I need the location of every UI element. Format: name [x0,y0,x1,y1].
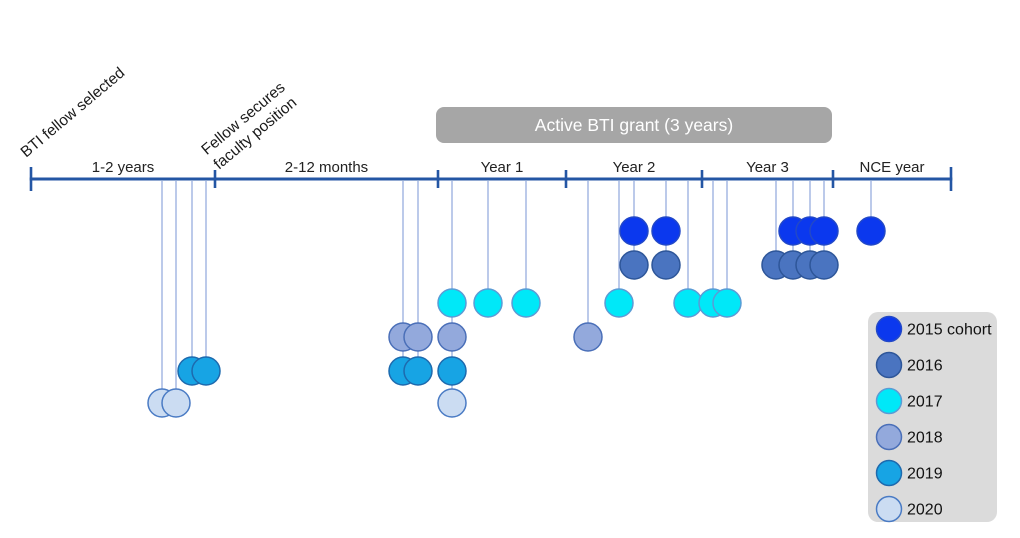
fellow-dot-2017 [473,288,503,318]
fellow-dot-2017 [437,288,467,318]
legend-swatch-2018 [875,423,903,451]
fellow-dot-2017 [712,288,742,318]
legend-swatch-2015 [875,315,903,343]
annotation-line: BTI fellow selected [18,64,129,161]
grant-bar-label: Active BTI grant (3 years) [535,115,733,135]
segment-label-1: 1-2 years [92,159,155,176]
legend-label-2015: 2015 cohort [907,322,992,339]
legend-label-2016: 2016 [907,358,943,375]
fellow-dot-2015 [651,216,681,246]
fellow-dot-2016 [809,250,839,280]
segment-label-3: Year 1 [481,159,524,176]
grant-bar [436,107,832,143]
fellow-dot-2015 [809,216,839,246]
segment-label-5: Year 3 [746,159,789,176]
legend-swatch-2017 [875,387,903,415]
fellow-dot-2020 [161,388,191,418]
fellow-dot-2016 [619,250,649,280]
legend-box [868,312,997,522]
legend-swatch-2020 [875,495,903,523]
fellow-dot-2017 [511,288,541,318]
fellow-dot-2017 [673,288,703,318]
fellow-dot-2018 [437,322,467,352]
legend-label-2017: 2017 [907,394,943,411]
fellow-dot-2016 [651,250,681,280]
segment-label-2: 2-12 months [285,159,368,176]
legend-swatch-2019 [875,459,903,487]
legend-swatch-2016 [875,351,903,379]
legend-label-2019: 2019 [907,466,943,483]
fellow-dot-2017 [604,288,634,318]
legend-label-2018: 2018 [907,430,943,447]
fellow-dot-2019 [437,356,467,386]
annotation-bti-fellow-selected: BTI fellow selected [18,64,129,161]
fellow-dot-2020 [437,388,467,418]
fellow-dot-2015 [619,216,649,246]
segment-label-4: Year 2 [613,159,656,176]
segment-label-6: NCE year [859,159,924,176]
fellow-dot-2018 [403,322,433,352]
legend-label-2020: 2020 [907,502,943,519]
fellow-dot-2019 [403,356,433,386]
fellow-dot-2018 [573,322,603,352]
fellow-dot-2015 [856,216,886,246]
fellow-dot-2019 [191,356,221,386]
